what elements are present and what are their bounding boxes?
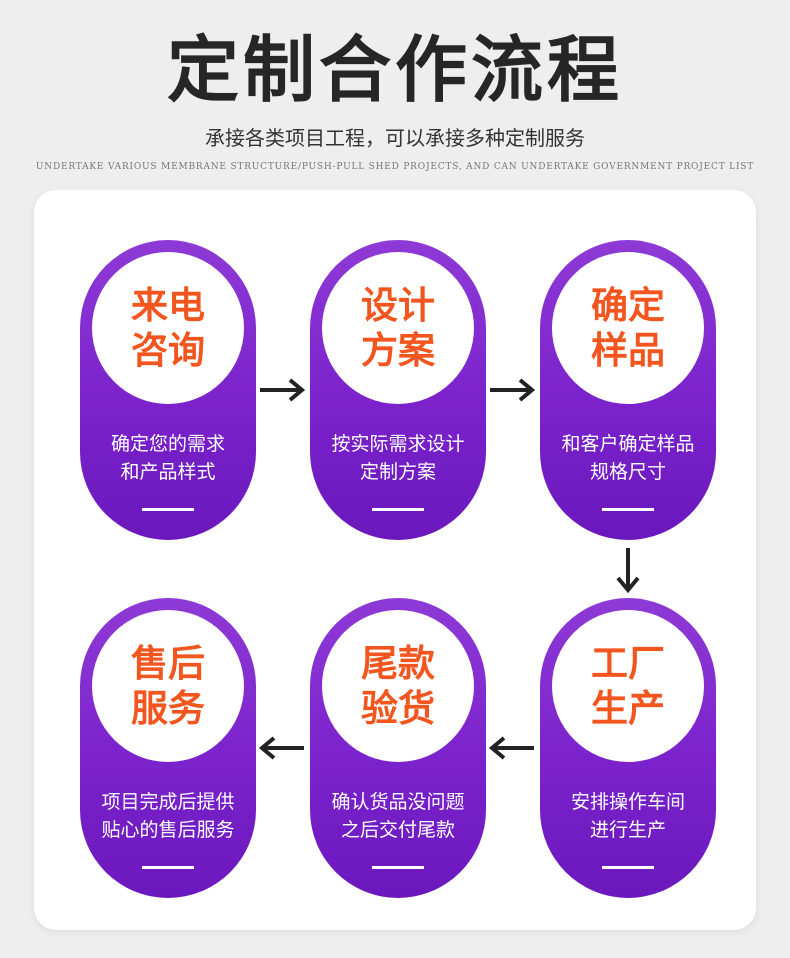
step-desc-line2: 定制方案	[359, 461, 436, 483]
step-divider	[142, 508, 194, 511]
step-title-line1: 确定	[591, 284, 665, 327]
step-desc-line2: 之后交付尾款	[340, 819, 455, 841]
step-title-line2: 服务	[131, 687, 205, 730]
step-desc-line2: 规格尺寸	[589, 461, 666, 483]
step-title-circle: 工厂 生产	[552, 610, 704, 762]
english-tagline: UNDERTAKE VARIOUS MEMBRANE STRUCTURE/PUS…	[35, 162, 755, 172]
step-description: 按实际需求设计 定制方案	[310, 430, 486, 486]
step-divider	[372, 866, 424, 869]
step-desc-line1: 确定您的需求	[110, 433, 225, 455]
step-consult: 来电 咨询 确定您的需求 和产品样式	[80, 240, 256, 540]
step-title-line1: 来电	[131, 284, 205, 327]
step-title-line2: 生产	[591, 687, 665, 730]
step-desc-line2: 进行生产	[589, 819, 666, 841]
step-title-line2: 方案	[361, 329, 435, 372]
step-desc-line1: 按实际需求设计	[331, 433, 465, 455]
step-title-circle: 售后 服务	[92, 610, 244, 762]
step-title-line1: 售后	[131, 642, 205, 685]
page-title: 定制合作流程	[166, 28, 623, 112]
step-title-line1: 工厂	[591, 642, 665, 685]
step-title-circle: 来电 咨询	[92, 252, 244, 404]
arrow-right-icon	[260, 378, 306, 402]
step-after-sales: 售后 服务 项目完成后提供 贴心的售后服务	[80, 598, 256, 898]
arrow-left-icon	[488, 736, 534, 760]
step-description: 和客户确定样品 规格尺寸	[540, 430, 716, 486]
step-sample: 确定 样品 和客户确定样品 规格尺寸	[540, 240, 716, 540]
step-inspection: 尾款 验货 确认货品没问题 之后交付尾款	[310, 598, 486, 898]
step-title-line2: 咨询	[131, 329, 205, 372]
step-production: 工厂 生产 安排操作车间 进行生产	[540, 598, 716, 898]
step-title-line1: 尾款	[361, 642, 435, 685]
step-title-circle: 确定 样品	[552, 252, 704, 404]
step-desc-line2: 和产品样式	[120, 461, 216, 483]
step-desc-line1: 项目完成后提供	[101, 791, 235, 813]
step-title-line2: 样品	[591, 329, 665, 372]
step-divider	[602, 866, 654, 869]
step-divider	[142, 866, 194, 869]
step-desc-line1: 确认货品没问题	[331, 791, 465, 813]
step-description: 确定您的需求 和产品样式	[80, 430, 256, 486]
step-desc-line1: 和客户确定样品	[561, 433, 695, 455]
page-subtitle: 承接各类项目工程，可以承接多种定制服务	[205, 126, 585, 150]
step-divider	[372, 508, 424, 511]
step-title-circle: 设计 方案	[322, 252, 474, 404]
step-desc-line2: 贴心的售后服务	[101, 819, 235, 841]
step-title-circle: 尾款 验货	[322, 610, 474, 762]
arrow-down-icon	[616, 548, 640, 594]
step-description: 安排操作车间 进行生产	[540, 788, 716, 844]
step-divider	[602, 508, 654, 511]
step-description: 确认货品没问题 之后交付尾款	[310, 788, 486, 844]
arrow-left-icon	[258, 736, 304, 760]
arrow-right-icon	[490, 378, 536, 402]
step-title-line1: 设计	[361, 284, 435, 327]
step-design: 设计 方案 按实际需求设计 定制方案	[310, 240, 486, 540]
step-desc-line1: 安排操作车间	[570, 791, 685, 813]
step-title-line2: 验货	[361, 687, 435, 730]
step-description: 项目完成后提供 贴心的售后服务	[80, 788, 256, 844]
